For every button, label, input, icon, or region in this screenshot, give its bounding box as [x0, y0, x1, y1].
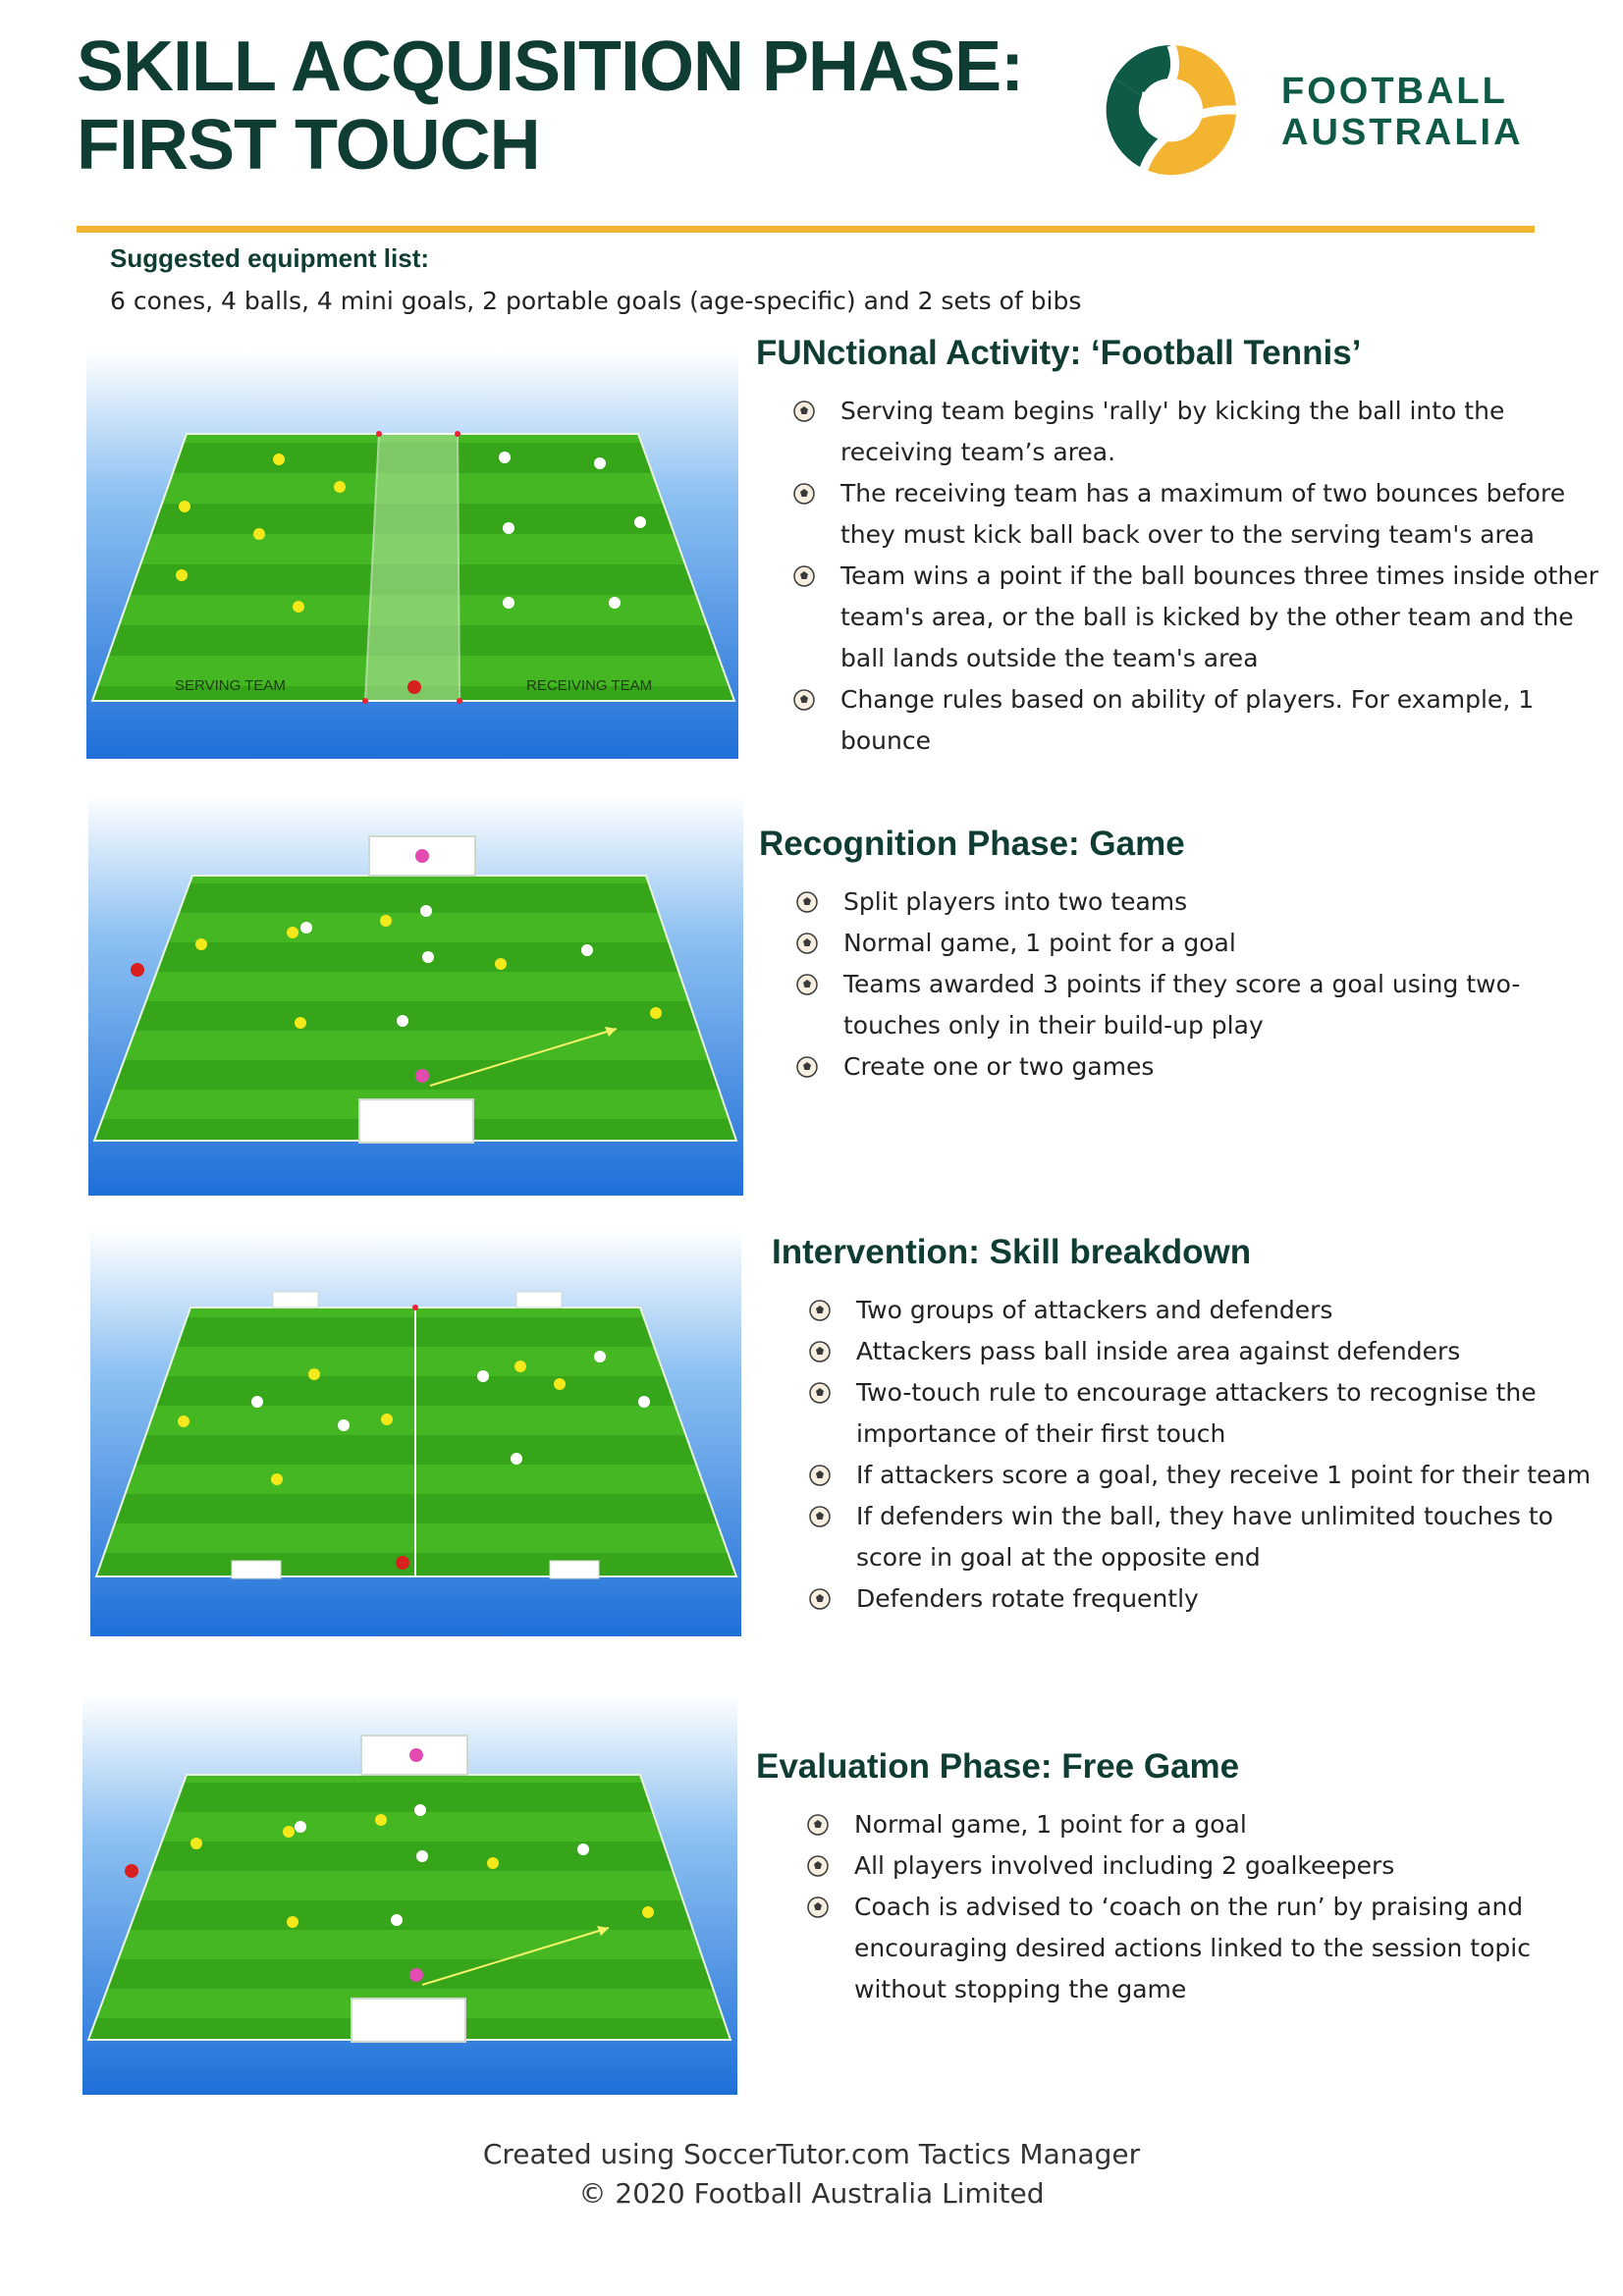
page-title-line1: SKILL ACQUISITION PHASE:: [77, 27, 1024, 106]
diagram-label-serving-team: SERVING TEAM: [175, 677, 286, 694]
list-item: Teams awarded 3 points if they score a g…: [796, 964, 1603, 1046]
list-item: Normal game, 1 point for a goal: [807, 1804, 1600, 1845]
diagram-recognition-game: [88, 795, 743, 1196]
soccer-ball-icon: [793, 400, 815, 422]
list-item: Normal game, 1 point for a goal: [796, 923, 1603, 964]
list-item: Serving team begins 'rally' by kicking t…: [793, 391, 1600, 473]
soccer-ball-icon: [809, 1506, 831, 1527]
diagram-football-tennis: SERVING TEAM RECEIVING TEAM: [86, 351, 738, 759]
diagram-label-receiving-team: RECEIVING TEAM: [526, 677, 652, 694]
section-football-tennis: FUNctional Activity: ‘Football Tennis’ S…: [756, 334, 1600, 762]
list-item: Defenders rotate frequently: [809, 1578, 1616, 1620]
soccer-ball-icon: [807, 1855, 829, 1877]
list-item: If defenders win the ball, they have unl…: [809, 1496, 1616, 1578]
list-item: Two-touch rule to encourage attackers to…: [809, 1372, 1616, 1455]
soccer-ball-icon: [796, 933, 818, 954]
page-title: SKILL ACQUISITION PHASE: FIRST TOUCH: [77, 27, 1024, 185]
list-item: Two groups of attackers and defenders: [809, 1290, 1616, 1331]
soccer-ball-icon: [793, 565, 815, 587]
header-divider: [77, 226, 1535, 233]
soccer-ball-icon: [807, 1896, 829, 1918]
page-title-line2: FIRST TOUCH: [77, 106, 541, 185]
list-item: Attackers pass ball inside area against …: [809, 1331, 1616, 1372]
section-skill-breakdown: Intervention: Skill breakdown Two groups…: [772, 1233, 1616, 1620]
logo-line1: FOOTBALL: [1281, 71, 1508, 112]
soccer-ball-icon: [796, 1056, 818, 1078]
list-item: Create one or two games: [796, 1046, 1603, 1088]
footer-credit: Created using SoccerTutor.com Tactics Ma…: [482, 2138, 1141, 2170]
logo-mark-icon: [1106, 43, 1237, 176]
soccer-ball-icon: [807, 1814, 829, 1836]
soccer-ball-icon: [809, 1300, 831, 1321]
list-item: If attackers score a goal, they receive …: [809, 1455, 1616, 1496]
soccer-ball-icon: [809, 1382, 831, 1404]
list-item: All players involved including 2 goalkee…: [807, 1845, 1600, 1887]
logo-line2: AUSTRALIA: [1281, 112, 1524, 153]
section-title-recognition-game: Recognition Phase: Game: [759, 825, 1185, 863]
list-item: Change rules based on ability of players…: [793, 679, 1600, 762]
section-recognition-game: Recognition Phase: Game Split players in…: [759, 825, 1603, 1088]
section-free-game: Evaluation Phase: Free Game Normal game,…: [756, 1747, 1600, 2010]
logo-wordmark: FOOTBALL AUSTRALIA: [1281, 71, 1524, 153]
list-item: Split players into two teams: [796, 881, 1603, 923]
equipment-text: 6 cones, 4 balls, 4 mini goals, 2 portab…: [110, 287, 1082, 315]
soccer-ball-icon: [793, 483, 815, 505]
diagram-free-game: [82, 1694, 737, 2095]
soccer-ball-icon: [796, 974, 818, 995]
soccer-ball-icon: [793, 689, 815, 711]
footer-copyright: © 2020 Football Australia Limited: [578, 2177, 1045, 2210]
soccer-ball-icon: [809, 1465, 831, 1486]
diagram-skill-breakdown: [90, 1229, 741, 1636]
soccer-ball-icon: [809, 1588, 831, 1610]
section-title-free-game: Evaluation Phase: Free Game: [756, 1747, 1240, 1786]
section-title-skill-breakdown: Intervention: Skill breakdown: [772, 1233, 1252, 1271]
section-title-football-tennis: FUNctional Activity: ‘Football Tennis’: [756, 334, 1362, 372]
soccer-ball-icon: [809, 1341, 831, 1362]
football-australia-logo: FOOTBALL AUSTRALIA: [1105, 39, 1521, 187]
equipment-title: Suggested equipment list:: [110, 243, 430, 273]
list-item: Coach is advised to ‘coach on the run’ b…: [807, 1887, 1600, 2010]
list-item: The receiving team has a maximum of two …: [793, 473, 1600, 556]
soccer-ball-icon: [796, 891, 818, 913]
list-item: Team wins a point if the ball bounces th…: [793, 556, 1600, 679]
